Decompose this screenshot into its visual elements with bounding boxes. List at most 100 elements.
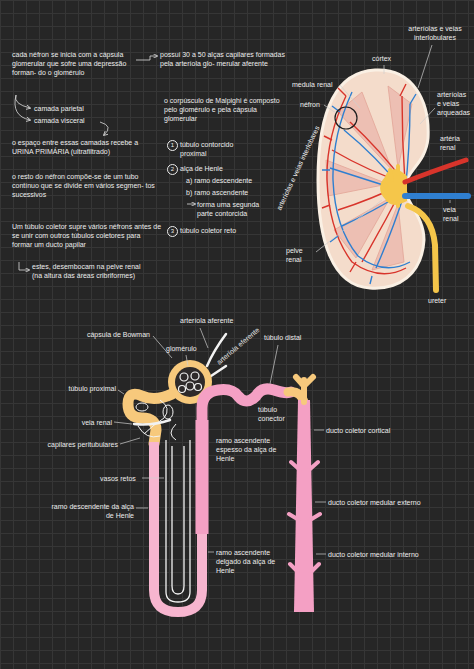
- nephron-label: ducto coletor cortical: [326, 426, 416, 435]
- vein-branch: [322, 94, 416, 284]
- glomerular-capillary: [179, 372, 202, 393]
- renal-pelvis: [380, 169, 407, 205]
- leader-line: [420, 108, 435, 124]
- calyx: [384, 166, 398, 206]
- vasa-recta: [166, 440, 190, 602]
- collecting-duct: [294, 400, 314, 612]
- duct-branch: [289, 462, 320, 572]
- kidney-label: arteríolas e veias interlobulares: [402, 24, 468, 42]
- leader-line: [316, 554, 326, 555]
- leader-line: [340, 85, 360, 108]
- kidney-label: arteríolas e veias arqueadas: [437, 90, 470, 117]
- nephron-drawing: [128, 334, 320, 612]
- artery-branch: [402, 96, 405, 183]
- note-text: forma uma segunda parte contorcida: [197, 200, 269, 218]
- note-text: o resto do néfron compõe-se de um tubo c…: [12, 172, 157, 199]
- cortical-duct: [296, 377, 313, 402]
- note-text: túbulo contorcido proximal: [180, 140, 256, 158]
- glomerular-capillary: [179, 386, 186, 393]
- vasa-recta: [166, 440, 190, 602]
- note-text: a) ramo descendente: [186, 176, 266, 185]
- leader-line: [208, 552, 214, 553]
- nephron-label: túbulo proximal: [56, 384, 116, 393]
- note-arrow: [19, 262, 29, 270]
- note-text: o corpúsculo de Malpighi é composto pelo…: [164, 96, 286, 123]
- note-text: camada parietal: [34, 104, 114, 113]
- note-text: estes, desembocam na pelve renal (na alt…: [32, 262, 150, 280]
- vein-branch: [333, 92, 410, 268]
- kidney-label: artéria renal: [440, 134, 471, 152]
- note-text: b) ramo ascendente: [186, 188, 266, 197]
- leader-line: [418, 45, 432, 88]
- leader-line: [186, 355, 188, 366]
- note-text: Um túbulo coletor supre vários néfrons a…: [12, 222, 162, 249]
- kidney-label: ureter: [428, 296, 458, 305]
- note-text: possui 30 a 50 alças capilares formadas …: [160, 50, 285, 68]
- kidney-label: medula renal: [292, 80, 338, 89]
- kidney-label: córtex: [372, 54, 412, 63]
- leader-line: [120, 438, 140, 444]
- artery-branch: [322, 84, 406, 274]
- renal-vein: [405, 193, 468, 199]
- leader-line: [315, 502, 326, 503]
- leader-line: [324, 105, 336, 113]
- leader-line: [142, 478, 164, 479]
- glomerular-capillary: [191, 372, 199, 380]
- descending-limb: [154, 442, 202, 612]
- nephron-label: ducto coletor medular interno: [328, 550, 443, 559]
- kidney-label: néfron: [300, 100, 330, 109]
- artery-branch: [322, 84, 406, 272]
- artery-branch: [327, 96, 406, 274]
- calyx: [384, 166, 398, 206]
- glomerulus: [175, 367, 205, 397]
- note-arrow: [15, 95, 30, 120]
- duct-branch: [289, 462, 320, 572]
- note-arrow: [16, 95, 30, 108]
- distal-tubule: [202, 389, 291, 424]
- glomerular-capillary: [195, 384, 202, 391]
- nephron-label: ducto coletor medular externo: [328, 498, 443, 507]
- callout-number: 2: [167, 164, 178, 175]
- nephron-label: ramo descendente da alça de Henle: [50, 502, 134, 520]
- vein-branch: [322, 92, 416, 284]
- leader-line: [114, 45, 450, 554]
- nephron-label: ramo ascendente delgado da alça de Henle: [216, 548, 286, 575]
- cortical-duct: [296, 377, 313, 402]
- nephron-label: glomérulo: [166, 344, 206, 353]
- renal-vein-vessel: [134, 420, 170, 425]
- note-text: camada visceral: [34, 116, 114, 125]
- callout-number: 1: [167, 140, 178, 151]
- leader-line: [314, 430, 324, 431]
- nephron-label: túbulo conector: [258, 405, 292, 423]
- glomerular-capillary: [186, 382, 194, 390]
- leader-line: [450, 200, 451, 203]
- nephron-label: arteríola aferente: [180, 316, 242, 325]
- glomerular-capillary: [180, 373, 188, 381]
- vasa-recta: [172, 446, 184, 594]
- peritubular-capillary: [136, 403, 148, 411]
- nephron-marker: [335, 107, 357, 129]
- kidney-label: arteríolas e veias interlobares: [274, 124, 321, 211]
- leader-line: [114, 422, 132, 424]
- thick-ascending-limb: [196, 420, 209, 534]
- leader-line: [270, 345, 278, 384]
- note-text: túbulo coletor reto: [180, 226, 260, 235]
- nephron-label: veia renal: [76, 418, 112, 427]
- note-arrow: [100, 122, 108, 135]
- nephron-label: túbulo distal: [264, 333, 309, 342]
- note-text: cada néfron se inicia com a cápsula glom…: [12, 50, 144, 77]
- nephron-label: capilares peritubulares: [36, 440, 118, 449]
- medulla-pyramid: [326, 160, 388, 196]
- leader-line: [136, 508, 148, 509]
- ureter-tube: [408, 206, 436, 290]
- nephron-label: arteríola eferente: [215, 325, 262, 366]
- leader-line: [384, 65, 385, 74]
- note-arrow: [187, 204, 195, 205]
- leader-line: [316, 200, 382, 252]
- kidney-label: pelve renal: [286, 246, 314, 264]
- leader-line: [200, 328, 208, 348]
- kidney-label: veia renal: [443, 205, 471, 223]
- note-text: o espaço entre essas camadas recebe a UR…: [12, 138, 154, 156]
